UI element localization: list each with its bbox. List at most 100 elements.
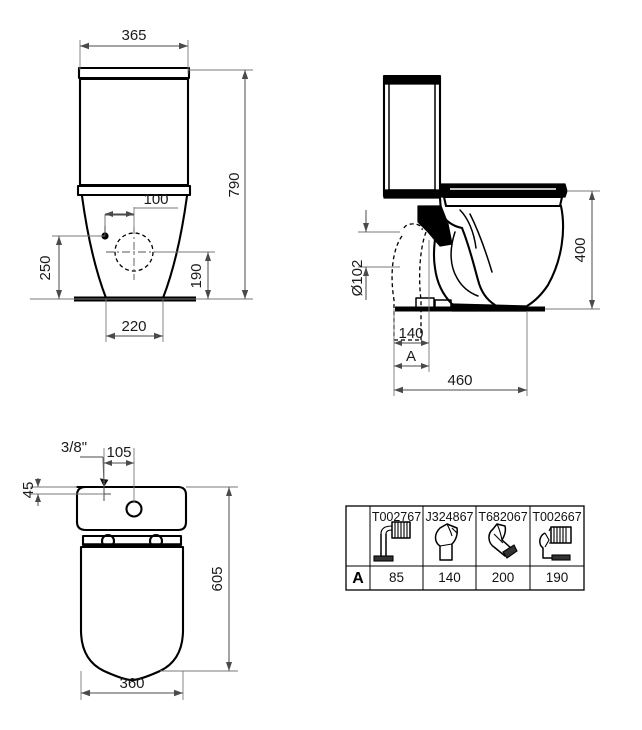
dim-105-label: 105	[106, 444, 131, 461]
dimension-front-inlet-offset: 100	[104, 191, 178, 228]
dim-d102-label: Ø102	[349, 260, 366, 297]
icon0-bellows-ribs	[394, 522, 408, 538]
side-floor-fixings	[415, 297, 452, 309]
dimension-top-supply-back: 45	[20, 478, 104, 506]
supply-thread-label: 3/8"	[61, 439, 87, 456]
connector-value-1: 140	[438, 570, 461, 585]
dimension-top-length: 605	[160, 486, 238, 672]
dimension-front-foot-width: 220	[105, 299, 164, 342]
side-outlet-collar	[417, 205, 453, 247]
side-fixing-1	[415, 297, 435, 309]
dim-190-label: 190	[188, 263, 205, 288]
dim-190-arrow-top	[205, 252, 211, 261]
dim-220-label: 220	[121, 318, 146, 335]
side-pan-bowl-under	[460, 226, 497, 307]
icon0-bend-outer	[380, 525, 393, 535]
dim-365-arrow-left	[80, 42, 89, 50]
dim-100-arrow-right	[126, 211, 134, 217]
front-elevation-view: 365 790 100 250	[30, 27, 253, 342]
connector-value-0: 85	[389, 570, 404, 585]
dim-360-label: 360	[119, 675, 144, 692]
dim-a-label: A	[406, 348, 416, 365]
pipe-connector-angled-icon	[488, 523, 518, 559]
plan-seat-outline	[79, 545, 185, 682]
dim-105-arrow-left	[104, 460, 112, 466]
dimension-side-seat-height: 400	[567, 190, 600, 309]
dim-605-arrow-bottom	[226, 662, 232, 671]
side-waste-outlet-hidden	[391, 223, 427, 341]
dim-45-arrow-top	[35, 479, 41, 487]
dim-250-arrow-bottom	[56, 290, 62, 299]
dim-100-label: 100	[143, 191, 168, 208]
front-cistern-base-rail	[76, 184, 192, 197]
icon1-detail-2	[439, 543, 453, 547]
side-elevation-view: 400 Ø102 140 A	[349, 74, 600, 396]
side-pan-trap-inner	[450, 231, 479, 297]
plan-view: 3/8" 105 45 605	[20, 439, 238, 700]
connector-table: A T002767 85 J324867	[345, 505, 585, 591]
dimension-side-outlet-offset: 140	[393, 240, 430, 350]
dim-460-arrow-right	[518, 386, 527, 394]
dim-400-arrow-bottom	[589, 300, 595, 309]
side-waste-hidden-inner	[418, 231, 427, 340]
connector-table-row-label: A	[352, 570, 364, 587]
dim-a-arrow-right	[421, 363, 429, 369]
dim-460-arrow-left	[394, 386, 403, 394]
icon2-detail-1	[493, 533, 504, 544]
side-seat-lid	[439, 183, 568, 198]
side-fixing-2	[434, 299, 452, 309]
connector-code-1: J324867	[426, 510, 474, 524]
dim-605-arrow-top	[226, 487, 232, 496]
icon3-base	[551, 554, 571, 561]
icon3-bellows-ribs	[553, 527, 567, 543]
connector-code-0: T002767	[372, 510, 421, 524]
connector-column-0: T002767 85	[372, 510, 421, 585]
icon3-cone	[548, 526, 552, 544]
dimension-front-outlet-height: 190	[155, 251, 215, 300]
icon1-body	[434, 523, 458, 561]
side-pan-front-outline	[525, 204, 565, 308]
dim-190-arrow-bottom	[205, 290, 211, 299]
dim-360-arrow-right	[174, 689, 183, 697]
icon1-detail-1	[446, 523, 453, 537]
dimension-side-variable-a: A	[393, 348, 430, 372]
connector-value-3: 190	[546, 570, 569, 585]
front-cistern	[76, 66, 192, 197]
dim-365-label: 365	[121, 27, 146, 44]
dimension-front-width: 365	[79, 27, 189, 74]
plan-seat	[79, 545, 185, 682]
dim-360-arrow-left	[81, 689, 90, 697]
plan-cistern-outline	[75, 485, 188, 532]
dim-140-arrow-left	[394, 340, 402, 346]
dim-a-arrow-left	[394, 363, 402, 369]
dim-100-arrow-left	[105, 211, 113, 217]
dim-d102-arrow-top	[363, 223, 369, 232]
dim-250-label: 250	[37, 255, 54, 280]
icon3-elbow	[539, 532, 556, 559]
dim-220-arrow-right	[154, 332, 163, 340]
connector-code-3: T002667	[532, 510, 581, 524]
icon2-base	[502, 544, 518, 559]
connector-table-border	[345, 505, 585, 591]
pipe-connector-bellows-short-icon	[539, 526, 572, 561]
dimension-front-inlet-height: 250	[37, 235, 105, 300]
dim-790-label: 790	[226, 172, 243, 197]
side-waste-hidden-top	[403, 223, 423, 231]
side-flush-detail-2	[469, 213, 493, 273]
icon3-detail	[544, 532, 550, 548]
dim-105-arrow-right	[126, 460, 134, 466]
dimension-top-width: 360	[80, 671, 184, 700]
side-cistern-base	[383, 189, 441, 199]
dimension-side-outlet-diameter: Ø102	[349, 210, 400, 300]
dimension-front-height: 790	[188, 69, 253, 300]
dim-460-label: 460	[447, 372, 472, 389]
dim-45-label: 45	[20, 482, 37, 499]
dimension-side-depth: 460	[393, 311, 528, 396]
icon1-detail-3	[451, 527, 458, 534]
dim-790-arrow-bottom	[241, 290, 249, 299]
connector-column-3: T002667 190	[532, 510, 581, 585]
dim-365-arrow-right	[179, 42, 188, 50]
connector-code-2: T682067	[478, 510, 527, 524]
